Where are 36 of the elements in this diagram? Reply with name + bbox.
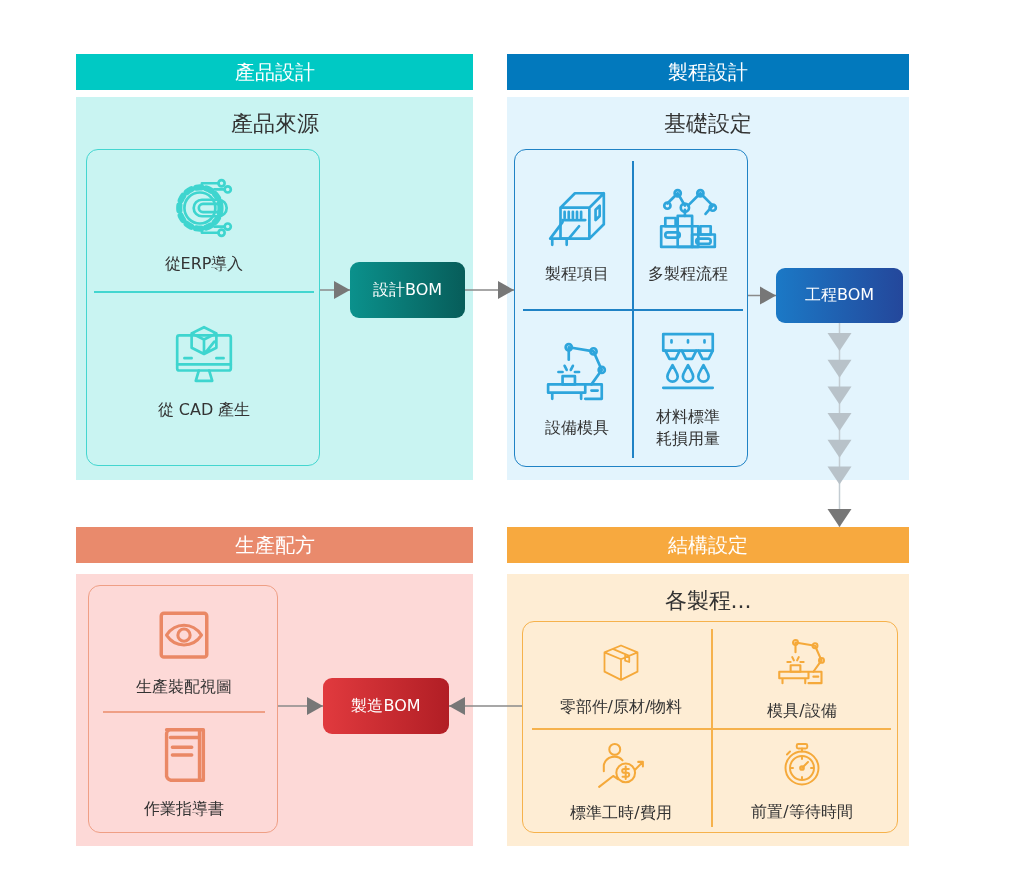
item-label: 材料標準耗損用量 [655, 406, 721, 450]
group-box [514, 149, 748, 467]
section-header: 生產配方 [76, 527, 473, 563]
section-panel [507, 574, 909, 846]
item-label: 從 CAD 產生 [157, 399, 251, 421]
triangle-arrow [464, 281, 515, 299]
bom-box: 設計BOM [350, 262, 465, 318]
section-panel [76, 97, 473, 480]
group-box [522, 621, 898, 833]
item-label: 模具/設備 [767, 700, 837, 722]
triangle-arrow [448, 697, 523, 715]
section-panel [507, 97, 909, 480]
chevron-arrow-chain [827, 322, 852, 528]
section-header: 製程設計 [507, 54, 909, 90]
item-label: 前置/等待時間 [751, 801, 853, 823]
bom-box: 工程BOM [776, 268, 903, 323]
triangle-arrow [319, 281, 351, 299]
group-box [88, 585, 278, 833]
panel-heading: 產品來源 [230, 110, 319, 138]
group-box [86, 149, 320, 466]
item-label: 零部件/原材/物料 [559, 696, 683, 718]
item-label: 多製程流程 [648, 263, 728, 285]
item-label: 標準工時/費用 [570, 802, 672, 824]
triangle-arrow [277, 697, 324, 715]
item-label: 設備模具 [545, 417, 609, 439]
item-label: 從ERP導入 [164, 253, 244, 275]
item-label: 作業指導書 [144, 798, 224, 820]
item-label: 製程項目 [545, 263, 609, 285]
panel-heading: 各製程... [664, 587, 752, 615]
bom-box: 製造BOM [323, 678, 449, 734]
section-panel [76, 574, 473, 846]
triangle-arrow [747, 286, 777, 305]
panel-heading: 基礎設定 [664, 110, 752, 138]
section-header: 結構設定 [507, 527, 909, 563]
section-header: 產品設計 [76, 54, 473, 90]
item-label: 生產裝配視圖 [136, 676, 232, 698]
